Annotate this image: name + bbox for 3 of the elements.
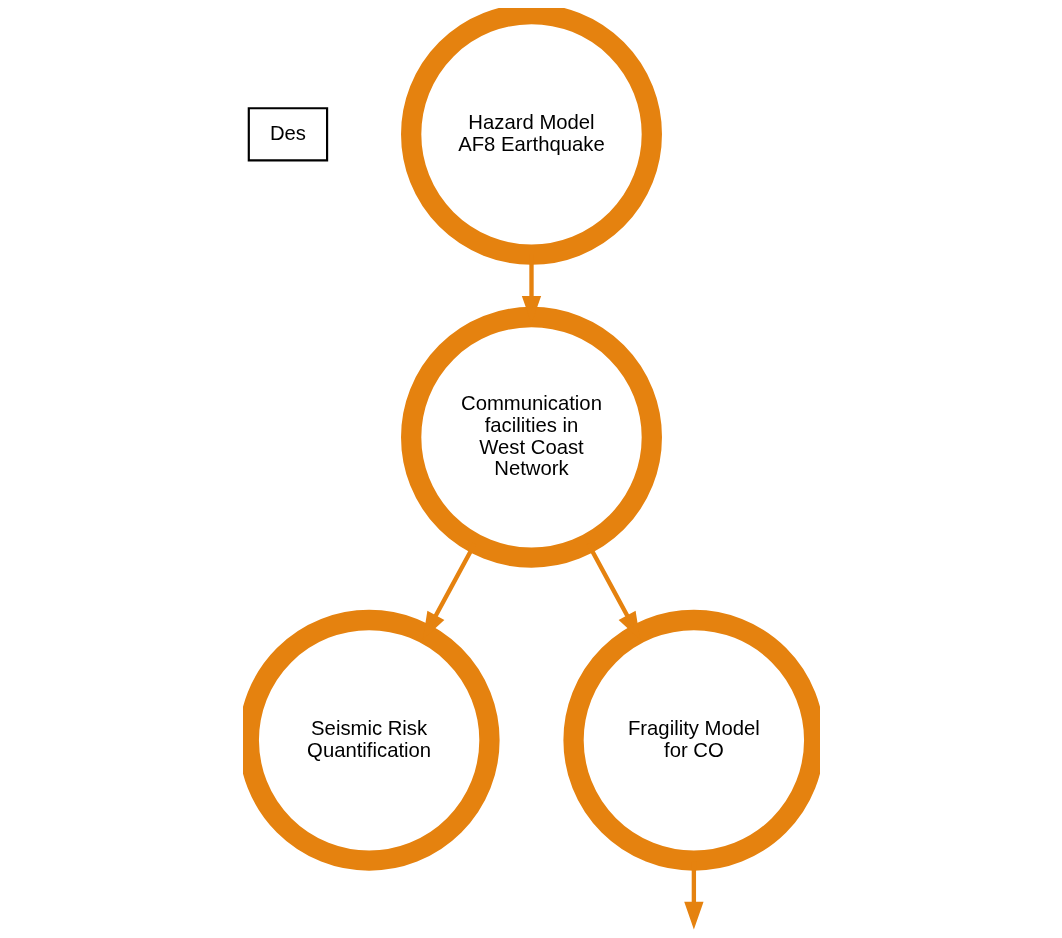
node-circle: Communication facilities in West Coast Network [400,306,662,568]
node-circle: Hazard Model AF8 Earthquake [400,8,662,265]
node-box: Des [247,107,328,162]
